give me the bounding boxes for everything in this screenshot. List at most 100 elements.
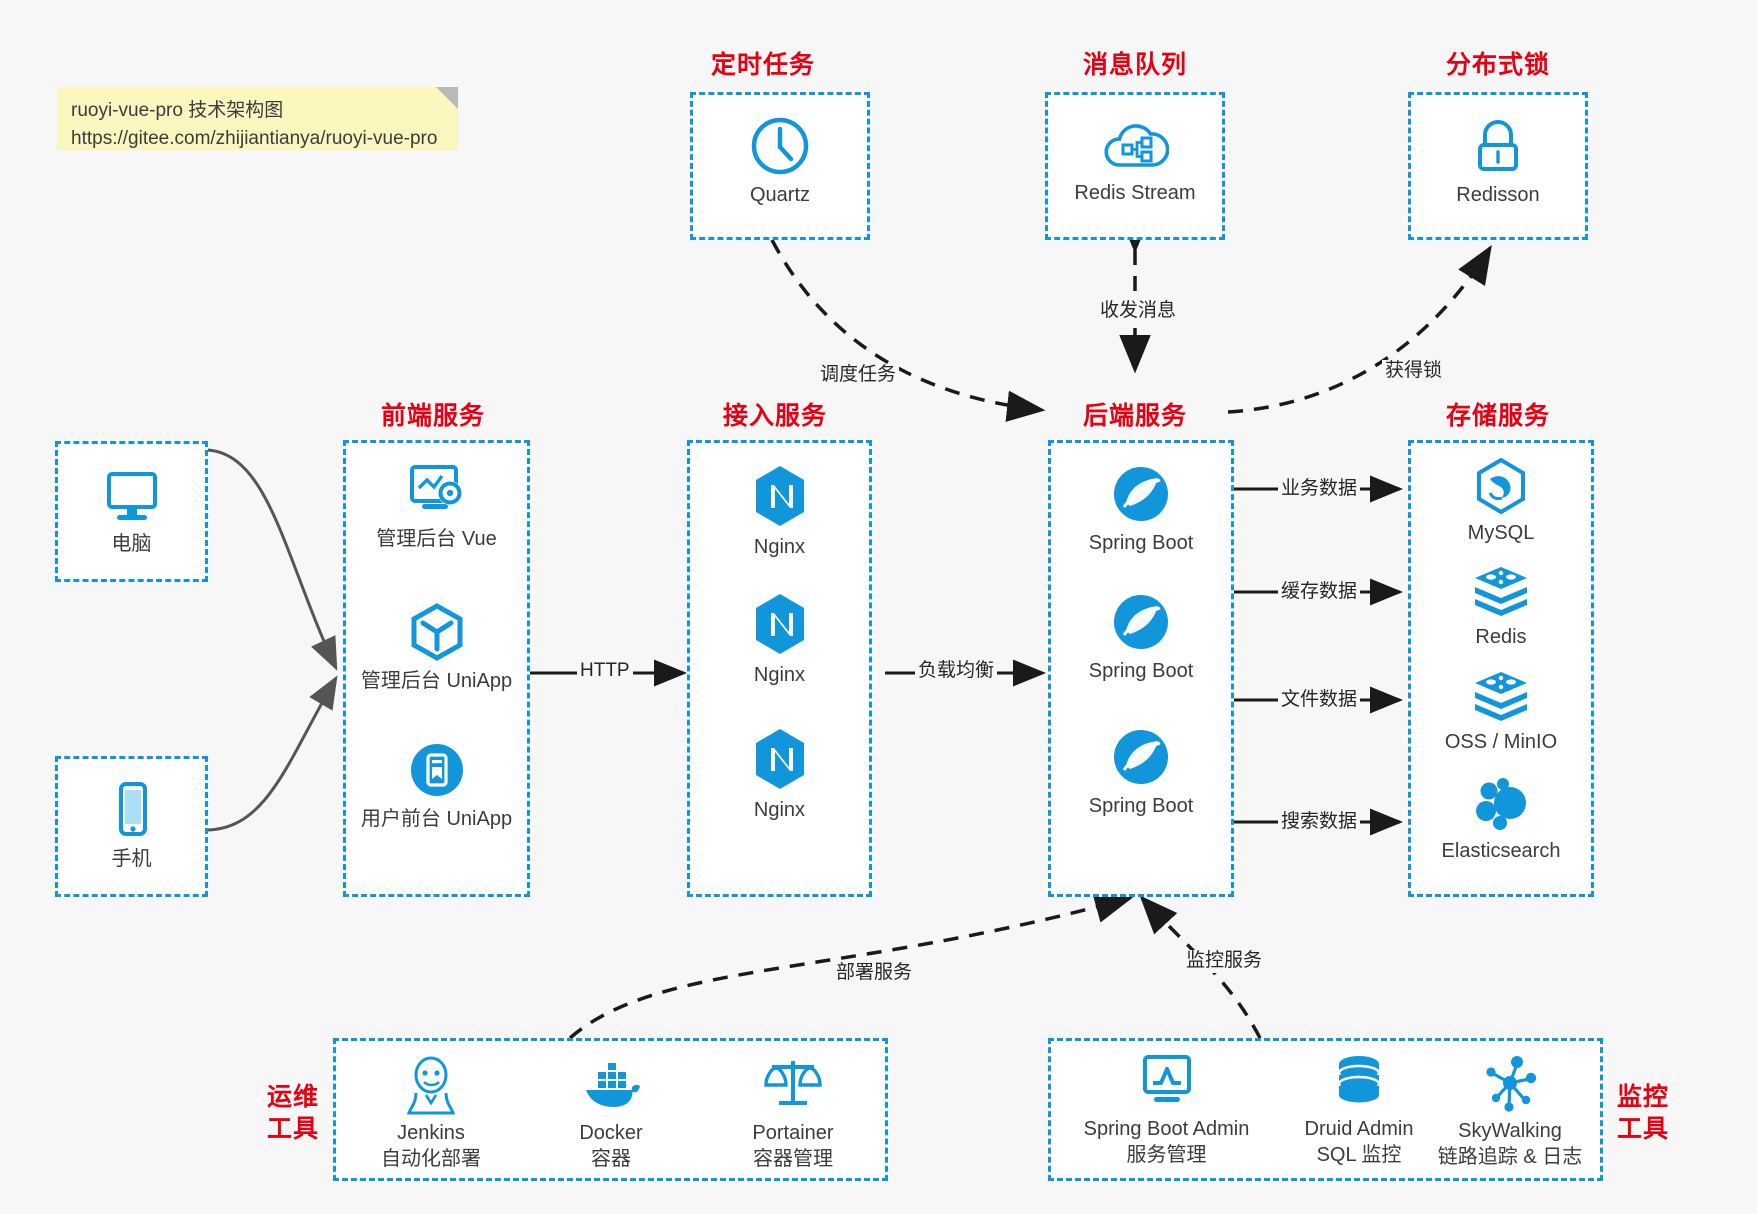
edge-label-file-data: 文件数据 [1278, 689, 1361, 712]
spring-boot-icon [1051, 726, 1231, 788]
note-line-2: https://gitee.com/zhijiantianya/ruoyi-vu… [71, 127, 438, 149]
section-title-devops-tools-line1: 运维 [266, 1083, 319, 1111]
edge-label-load-balance: 负载均衡 [915, 660, 998, 683]
node-nginx-1[interactable]: Nginx [690, 463, 869, 561]
node-label: Spring Boot Admin [1083, 1118, 1250, 1140]
node-label: Spring Boot [1088, 795, 1194, 817]
edge-label-deploy-service: 部署服务 [833, 962, 916, 985]
node-label: Redis Stream [1074, 182, 1196, 204]
node-label: 电脑 [111, 533, 152, 555]
monitor-chart-icon [1059, 1053, 1274, 1111]
group-box-monitor-tools[interactable]: Spring Boot Admin 服务管理 Druid Admin SQL 监… [1048, 1038, 1603, 1181]
edge-label-send-receive-message: 收发消息 [1097, 300, 1180, 323]
node-admin-uniapp[interactable]: 管理后台 UniApp [346, 601, 527, 695]
desktop-computer-icon [58, 470, 205, 526]
node-label: Redis [1475, 626, 1527, 648]
node-label: Spring Boot [1088, 532, 1194, 554]
node-nginx-3[interactable]: Nginx [690, 726, 869, 824]
section-title-message-queue: 消息队列 [1082, 51, 1187, 79]
section-title-gateway-services: 接入服务 [722, 402, 827, 430]
node-mobile-phone[interactable]: 手机 [58, 781, 205, 873]
node-spring-boot-1[interactable]: Spring Boot [1051, 463, 1231, 557]
node-user-uniapp[interactable]: 用户前台 UniApp [346, 739, 527, 833]
edge-label-business-data: 业务数据 [1278, 478, 1361, 501]
node-oss-minio[interactable]: OSS / MinIO [1411, 668, 1591, 756]
node-docker[interactable]: Docker 容器 [526, 1053, 696, 1172]
nginx-icon [690, 726, 869, 792]
node-label: Portainer [752, 1122, 834, 1144]
node-label: OSS / MinIO [1444, 731, 1558, 753]
node-sublabel: 链路追踪 & 日志 [1437, 1145, 1583, 1168]
note-line-1: ruoyi-vue-pro 技术架构图 [71, 100, 284, 121]
node-sublabel: 容器 [591, 1147, 631, 1170]
network-nodes-icon [1421, 1053, 1599, 1113]
group-box-scheduled-tasks[interactable]: Quartz [690, 92, 870, 240]
client-box-desktop[interactable]: 电脑 [55, 441, 208, 582]
scales-balance-icon [704, 1053, 882, 1115]
node-spring-boot-3[interactable]: Spring Boot [1051, 726, 1231, 820]
client-box-mobile[interactable]: 手机 [55, 756, 208, 897]
section-title-devops-tools-line2: 工具 [266, 1115, 319, 1143]
node-sublabel: 服务管理 [1126, 1143, 1207, 1166]
sticky-note: ruoyi-vue-pro 技术架构图 https://gitee.com/zh… [57, 87, 458, 150]
section-title-backend-services: 后端服务 [1082, 402, 1187, 430]
node-label: Elasticsearch [1441, 840, 1561, 862]
elasticsearch-icon [1411, 775, 1591, 833]
group-box-message-queue[interactable]: Redis Stream [1045, 92, 1225, 240]
node-sublabel: SQL 监控 [1316, 1143, 1402, 1166]
group-box-distributed-lock[interactable]: Redisson [1408, 92, 1588, 240]
node-spring-boot-admin[interactable]: Spring Boot Admin 服务管理 [1059, 1053, 1274, 1168]
node-label: 管理后台 Vue [376, 528, 497, 550]
node-admin-vue[interactable]: 管理后台 Vue [346, 463, 527, 553]
node-skywalking[interactable]: SkyWalking 链路追踪 & 日志 [1421, 1053, 1599, 1170]
edge-label-monitor-service: 监控服务 [1183, 950, 1266, 973]
node-label: Nginx [753, 536, 806, 558]
group-box-storage-services[interactable]: MySQL Redis [1408, 440, 1594, 897]
node-label: 用户前台 UniApp [360, 808, 513, 830]
group-box-backend-services[interactable]: Spring Boot Spring Boot Spring Boot [1048, 440, 1234, 897]
phone-app-icon [346, 739, 527, 801]
spring-boot-icon [1051, 591, 1231, 653]
section-title-scheduled-tasks: 定时任务 [710, 51, 815, 79]
group-box-frontend-services[interactable]: 管理后台 Vue 管理后台 UniApp 用户前台 UniApp [343, 440, 530, 897]
node-redis-stream[interactable]: Redis Stream [1048, 119, 1222, 207]
object-storage-icon [1411, 668, 1591, 724]
edge-label-acquire-lock: 获得锁 [1382, 360, 1446, 383]
node-druid-admin[interactable]: Druid Admin SQL 监控 [1279, 1053, 1439, 1168]
clock-icon [693, 115, 867, 177]
group-box-devops-tools[interactable]: Jenkins 自动化部署 Docker 容器 [333, 1038, 888, 1181]
mobile-phone-icon [58, 781, 205, 841]
node-label: 手机 [111, 848, 152, 870]
node-label: Jenkins [397, 1122, 465, 1144]
node-label: Nginx [753, 664, 806, 686]
cloud-stream-icon [1048, 119, 1222, 175]
spring-boot-icon [1051, 463, 1231, 525]
node-quartz[interactable]: Quartz [693, 115, 867, 209]
node-mysql[interactable]: MySQL [1411, 457, 1591, 547]
section-title-monitor-tools-line1: 监控 [1616, 1083, 1669, 1111]
edge-label-cache-data: 缓存数据 [1278, 581, 1361, 604]
node-label: Nginx [753, 799, 806, 821]
node-label: Quartz [749, 184, 811, 206]
node-label: Redisson [1456, 184, 1540, 206]
section-title-monitor-tools-line2: 工具 [1616, 1115, 1669, 1143]
node-redis[interactable]: Redis [1411, 563, 1591, 651]
redis-stack-icon [1411, 563, 1591, 619]
edge-label-schedule-task: 调度任务 [817, 364, 900, 387]
node-elasticsearch[interactable]: Elasticsearch [1411, 775, 1591, 865]
node-nginx-2[interactable]: Nginx [690, 591, 869, 689]
node-portainer[interactable]: Portainer 容器管理 [704, 1053, 882, 1172]
section-title-storage-services: 存储服务 [1445, 402, 1550, 430]
nginx-icon [690, 463, 869, 529]
node-redisson[interactable]: Redisson [1411, 117, 1585, 209]
edge-label-http: HTTP [577, 660, 633, 683]
node-desktop-computer[interactable]: 电脑 [58, 470, 205, 558]
group-box-gateway-services[interactable]: Nginx Nginx Nginx [687, 440, 872, 897]
note-fold-corner [436, 87, 458, 109]
node-jenkins[interactable]: Jenkins 自动化部署 [346, 1053, 516, 1172]
node-label: 管理后台 UniApp [360, 670, 513, 692]
node-label: Docker [579, 1122, 643, 1144]
node-sublabel: 容器管理 [753, 1147, 833, 1170]
node-spring-boot-2[interactable]: Spring Boot [1051, 591, 1231, 685]
padlock-icon [1411, 117, 1585, 177]
